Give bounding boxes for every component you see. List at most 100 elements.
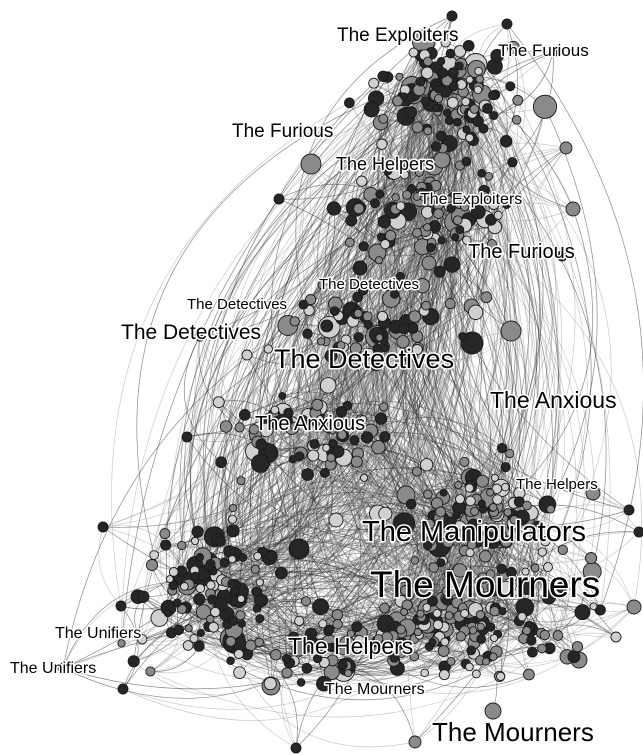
graph-node	[375, 333, 384, 342]
graph-edge	[246, 635, 394, 675]
graph-node	[455, 631, 466, 642]
graph-node	[379, 431, 391, 443]
graph-node	[189, 633, 199, 644]
graph-node	[432, 104, 441, 113]
graph-node	[326, 201, 342, 216]
graph-node	[489, 652, 498, 661]
graph-node	[574, 604, 591, 621]
graph-node	[633, 526, 643, 538]
graph-node	[307, 449, 320, 462]
graph-node	[489, 110, 499, 121]
graph-node	[353, 202, 365, 215]
graph-node	[263, 677, 277, 691]
graph-node	[496, 671, 506, 681]
graph-node	[446, 10, 458, 22]
graph-node	[413, 628, 422, 637]
graph-node	[117, 683, 129, 695]
graph-edge	[442, 531, 640, 584]
label-exploiters-top: The Exploiters	[337, 25, 458, 46]
graph-node	[511, 115, 522, 125]
graph-edge	[493, 51, 554, 116]
graph-node	[446, 96, 459, 109]
graph-node	[472, 669, 481, 679]
graph-node	[252, 604, 262, 613]
graph-node	[395, 201, 406, 211]
graph-node	[444, 116, 454, 126]
graph-node	[353, 331, 364, 343]
graph-node	[266, 550, 278, 562]
graph-node	[115, 600, 127, 612]
graph-node	[369, 198, 380, 209]
label-helpers-right: The Helpers	[516, 476, 598, 493]
graph-node	[375, 189, 385, 199]
graph-node	[434, 84, 444, 94]
graph-node	[351, 621, 363, 633]
graph-node	[300, 153, 322, 175]
graph-node	[433, 94, 444, 104]
graph-node	[190, 536, 200, 546]
graph-node	[623, 504, 635, 516]
label-detectives-left: The Detectives	[121, 321, 261, 344]
graph-node	[440, 637, 450, 647]
graph-node	[160, 539, 172, 551]
graph-node	[452, 117, 462, 127]
graph-node	[177, 540, 187, 551]
graph-node	[461, 156, 472, 167]
label-mourners-small: The Mourners	[325, 681, 425, 698]
graph-node	[482, 103, 493, 114]
graph-node	[215, 456, 228, 469]
graph-node	[368, 77, 380, 89]
graph-node	[163, 609, 173, 618]
graph-node	[97, 521, 109, 533]
graph-node	[537, 643, 547, 654]
graph-node	[486, 622, 496, 632]
graph-edge	[457, 219, 643, 608]
label-helpers-upper: The Helpers	[336, 154, 434, 174]
graph-node	[527, 646, 538, 658]
graph-node	[233, 666, 246, 679]
graph-node	[377, 70, 389, 82]
graph-node	[567, 650, 581, 664]
graph-edge	[469, 137, 520, 478]
graph-node	[448, 81, 459, 92]
graph-node	[500, 462, 511, 473]
graph-node	[432, 608, 442, 618]
graph-node	[571, 641, 584, 653]
graph-node	[552, 630, 564, 641]
graph-node	[411, 466, 422, 477]
graph-node	[328, 512, 344, 528]
graph-node	[312, 598, 330, 616]
graph-edge	[187, 552, 263, 646]
graph-node	[219, 420, 233, 433]
graph-node	[319, 468, 330, 478]
graph-node	[420, 96, 431, 106]
graph-node	[172, 598, 182, 608]
label-unifiers-2: The Unifiers	[10, 660, 96, 677]
label-exploiters-mid: The Exploiters	[420, 191, 522, 208]
graph-node	[165, 575, 174, 584]
graph-node	[278, 391, 287, 400]
graph-node	[486, 488, 495, 497]
graph-node	[219, 557, 230, 568]
graph-node	[490, 633, 499, 643]
graph-node	[345, 237, 355, 248]
graph-node	[499, 135, 513, 148]
graph-node	[402, 190, 412, 200]
graph-node	[255, 614, 265, 624]
graph-edge	[270, 53, 451, 421]
graph-edge	[542, 551, 584, 613]
graph-node	[461, 97, 471, 107]
graph-node	[610, 631, 622, 643]
graph-node	[168, 567, 179, 577]
graph-node	[288, 454, 298, 464]
graph-node	[501, 18, 513, 30]
graph-edge	[136, 98, 377, 556]
graph-edge	[435, 84, 541, 489]
graph-node	[301, 662, 313, 674]
graph-node	[478, 123, 489, 134]
graph-node	[455, 225, 465, 235]
graph-node	[443, 108, 452, 117]
graph-node	[301, 468, 314, 481]
graph-node	[353, 308, 363, 318]
graph-node	[421, 255, 437, 271]
